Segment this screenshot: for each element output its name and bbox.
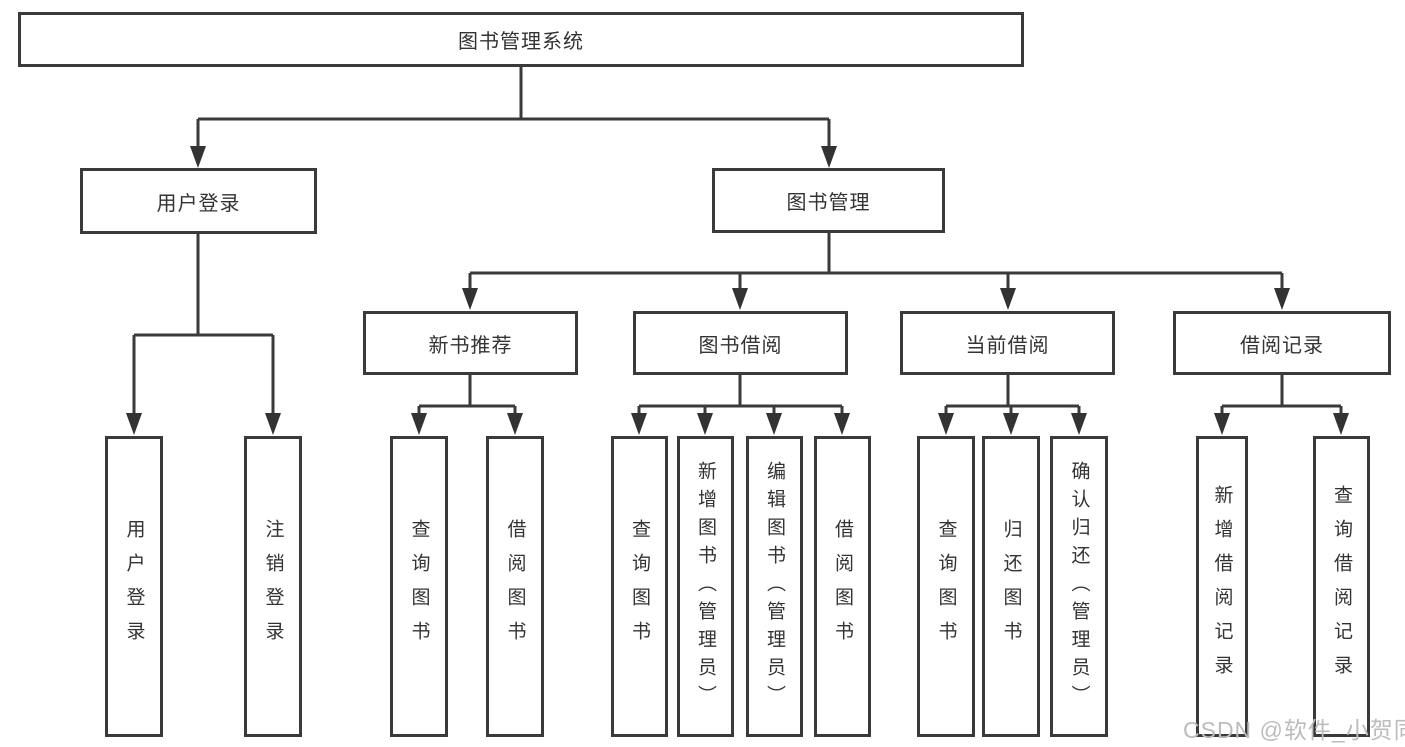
leaf-return-books: 归还图书 — [982, 436, 1040, 737]
leaf-confirm-return-admin: 确认归还（管理员） — [1050, 436, 1108, 737]
node-borrow-records: 借阅记录 — [1173, 311, 1391, 375]
arrowhead — [1274, 288, 1290, 310]
branch-new-books-to-leaves — [411, 375, 523, 435]
node-book-borrow-label: 图书借阅 — [698, 334, 783, 357]
arrowhead — [1071, 413, 1087, 435]
node-user-login-label: 用户登录 — [156, 192, 241, 215]
leaf-logout: 注销登录 — [244, 436, 302, 737]
arrowhead — [126, 413, 142, 435]
leaf-borrow-books-label: 借阅图书 — [832, 518, 853, 655]
leaf-add-borrow-record: 新增借阅记录 — [1196, 436, 1248, 737]
arrowhead — [1214, 413, 1230, 435]
leaf-edit-books-admin-label: 编辑图书（管理员） — [764, 460, 785, 713]
leaf-query-books-borrow: 查询图书 — [611, 436, 668, 737]
arrowhead — [507, 413, 523, 435]
node-user-login: 用户登录 — [80, 168, 317, 234]
arrowhead — [732, 288, 748, 310]
arrowhead — [190, 146, 206, 168]
leaf-query-books-recommend: 查询图书 — [390, 436, 448, 737]
leaf-query-books-borrow-label: 查询图书 — [629, 518, 650, 655]
leaf-user-login: 用户登录 — [105, 436, 163, 737]
watermark: CSDN @软件_小贺同学 — [1183, 717, 1405, 743]
leaf-user-login-label: 用户登录 — [123, 518, 145, 655]
branch-borrow-records-to-leaves — [1214, 375, 1349, 435]
leaf-return-books-label: 归还图书 — [1000, 518, 1022, 655]
node-current-borrow: 当前借阅 — [900, 311, 1115, 375]
arrowhead — [1000, 288, 1016, 310]
arrowhead — [938, 413, 954, 435]
node-book-borrow: 图书借阅 — [633, 311, 848, 375]
arrowhead — [1003, 413, 1019, 435]
leaf-add-books-admin: 新增图书（管理员） — [677, 436, 734, 737]
leaf-query-borrow-record-label: 查询借阅记录 — [1331, 484, 1352, 689]
leaf-borrow-books-recommend: 借阅图书 — [486, 436, 544, 737]
arrowhead — [697, 413, 713, 435]
arrowhead — [834, 413, 850, 435]
leaf-query-books-recommend-label: 查询图书 — [408, 518, 430, 655]
arrowhead — [411, 413, 427, 435]
arrowhead — [631, 413, 647, 435]
leaf-query-books-current: 查询图书 — [917, 436, 975, 737]
leaf-add-borrow-record-label: 新增借阅记录 — [1211, 484, 1233, 689]
node-new-book-recommend-label: 新书推荐 — [428, 334, 513, 357]
leaf-query-books-current-label: 查询图书 — [935, 518, 957, 655]
arrowhead — [462, 288, 478, 310]
arrowhead — [766, 413, 782, 435]
arrowhead — [265, 413, 281, 435]
leaf-confirm-return-admin-label: 确认归还（管理员） — [1068, 460, 1090, 713]
leaf-query-borrow-record: 查询借阅记录 — [1313, 436, 1370, 737]
arrowhead — [821, 146, 837, 168]
node-current-borrow-label: 当前借阅 — [965, 334, 1050, 357]
leaf-logout-label: 注销登录 — [262, 518, 284, 655]
branch-current-borrow-to-leaves — [938, 375, 1087, 435]
branch-user-login-to-leaves — [126, 234, 281, 435]
leaf-borrow-books: 借阅图书 — [814, 436, 871, 737]
root-node-label: 图书管理系统 — [458, 31, 584, 53]
branch-book-borrow-to-leaves — [631, 375, 850, 435]
node-borrow-records-label: 借阅记录 — [1240, 334, 1324, 357]
arrowhead — [1333, 413, 1349, 435]
root-node-book-management-system: 图书管理系统 — [18, 12, 1024, 67]
node-book-management: 图书管理 — [712, 168, 945, 233]
branch-book-management-to-sections — [462, 233, 1290, 310]
branch-root-to-level2 — [190, 67, 837, 168]
node-new-book-recommend: 新书推荐 — [363, 311, 578, 375]
leaf-add-books-admin-label: 新增图书（管理员） — [695, 460, 716, 713]
leaf-borrow-books-recommend-label: 借阅图书 — [504, 518, 526, 655]
leaf-edit-books-admin: 编辑图书（管理员） — [746, 436, 803, 737]
node-book-management-label: 图书管理 — [786, 192, 871, 214]
